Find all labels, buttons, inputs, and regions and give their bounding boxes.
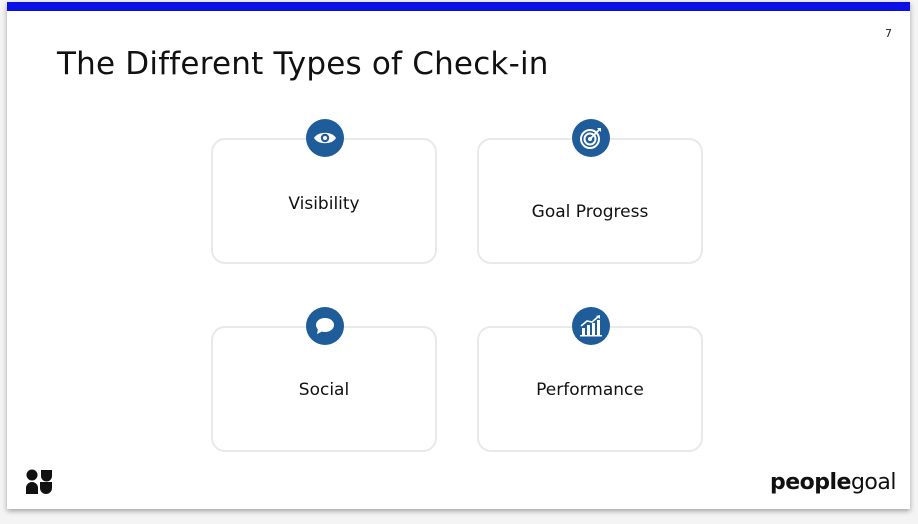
- eye-icon: [306, 119, 344, 157]
- card-goal-progress: Goal Progress: [477, 138, 703, 264]
- brand-light: goal: [850, 470, 897, 495]
- card-performance: Performance: [477, 326, 703, 452]
- card-label: Goal Progress: [531, 202, 649, 222]
- card-social: Social: [211, 326, 437, 452]
- card-visibility: Visibility: [211, 138, 437, 264]
- target-icon: [572, 119, 610, 157]
- page-number: 7: [885, 27, 892, 40]
- slide-title: The Different Types of Check-in: [57, 46, 549, 82]
- brand-bold: people: [769, 470, 852, 495]
- bar-chart-growth-icon: [572, 307, 610, 345]
- speech-bubble-icon: [306, 307, 344, 345]
- card-label: Social: [298, 380, 350, 400]
- brand-wordmark: peoplegoal: [769, 470, 897, 495]
- logo-mark-icon: [26, 469, 52, 494]
- top-accent-bar: [7, 2, 910, 11]
- card-label: Performance: [536, 380, 644, 400]
- card-label: Visibility: [288, 194, 360, 214]
- slide: 7 The Different Types of Check-in Visibi…: [7, 2, 910, 509]
